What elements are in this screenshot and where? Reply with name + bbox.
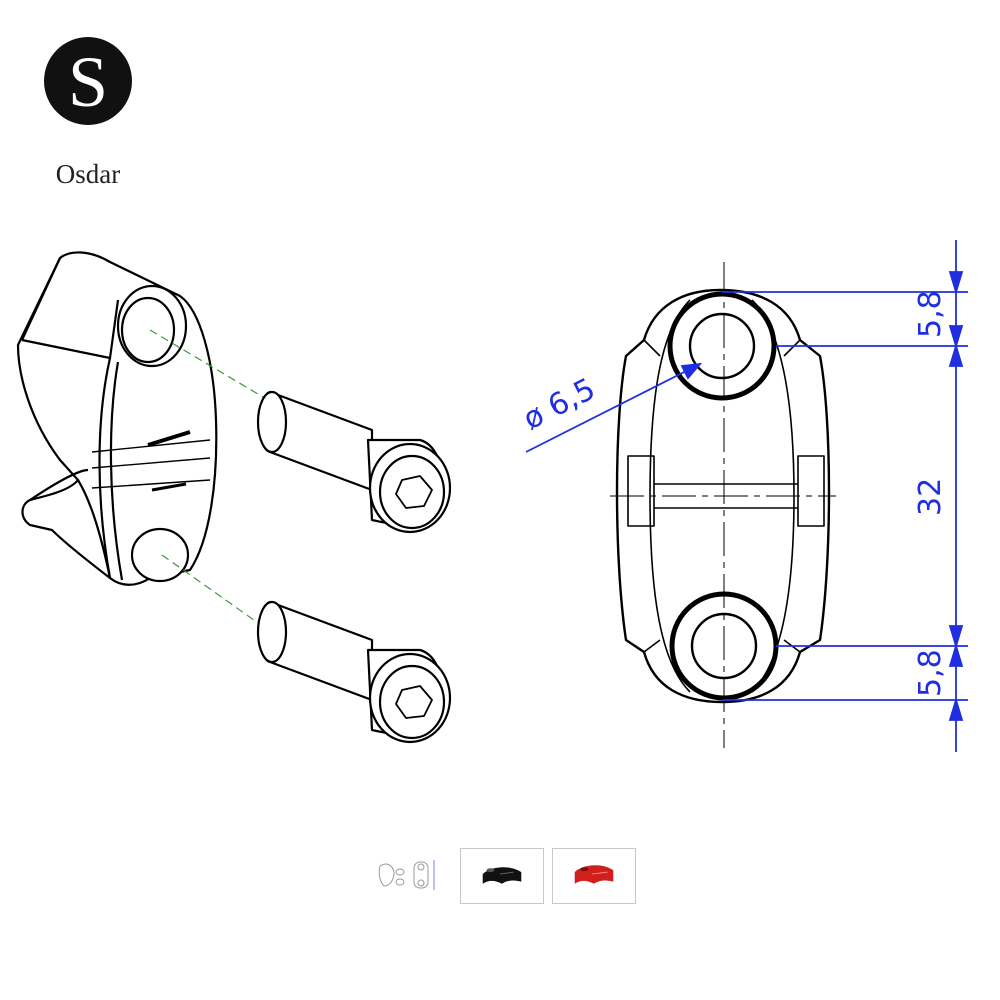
bottom-offset-label: 5,8 — [913, 649, 948, 697]
center-distance-label: 32 — [913, 478, 948, 516]
bolt-lower — [256, 600, 452, 744]
thumbnail-red-clamp[interactable] — [552, 848, 636, 904]
bolt-alignment-lines — [149, 329, 269, 631]
brand-logo: S Osdar — [40, 36, 136, 188]
thumbnail-drawing[interactable] — [370, 848, 450, 904]
osdar-logo-icon: S — [44, 37, 132, 125]
hole-diameter-label: ø 6,5 — [518, 372, 601, 438]
brand-name: Osdar — [55, 159, 121, 189]
black-clamp-icon — [482, 867, 522, 884]
dimension-lines — [525, 240, 968, 752]
logo-letter: S — [68, 42, 108, 122]
clamp-isometric — [16, 251, 218, 586]
top-offset-label: 5,8 — [913, 290, 948, 338]
bolt-upper — [256, 390, 452, 534]
center-lines — [610, 262, 836, 748]
thumbnail-black-clamp[interactable] — [460, 848, 544, 904]
red-clamp-icon — [574, 865, 614, 884]
drawing-thumb-icon — [378, 860, 435, 890]
